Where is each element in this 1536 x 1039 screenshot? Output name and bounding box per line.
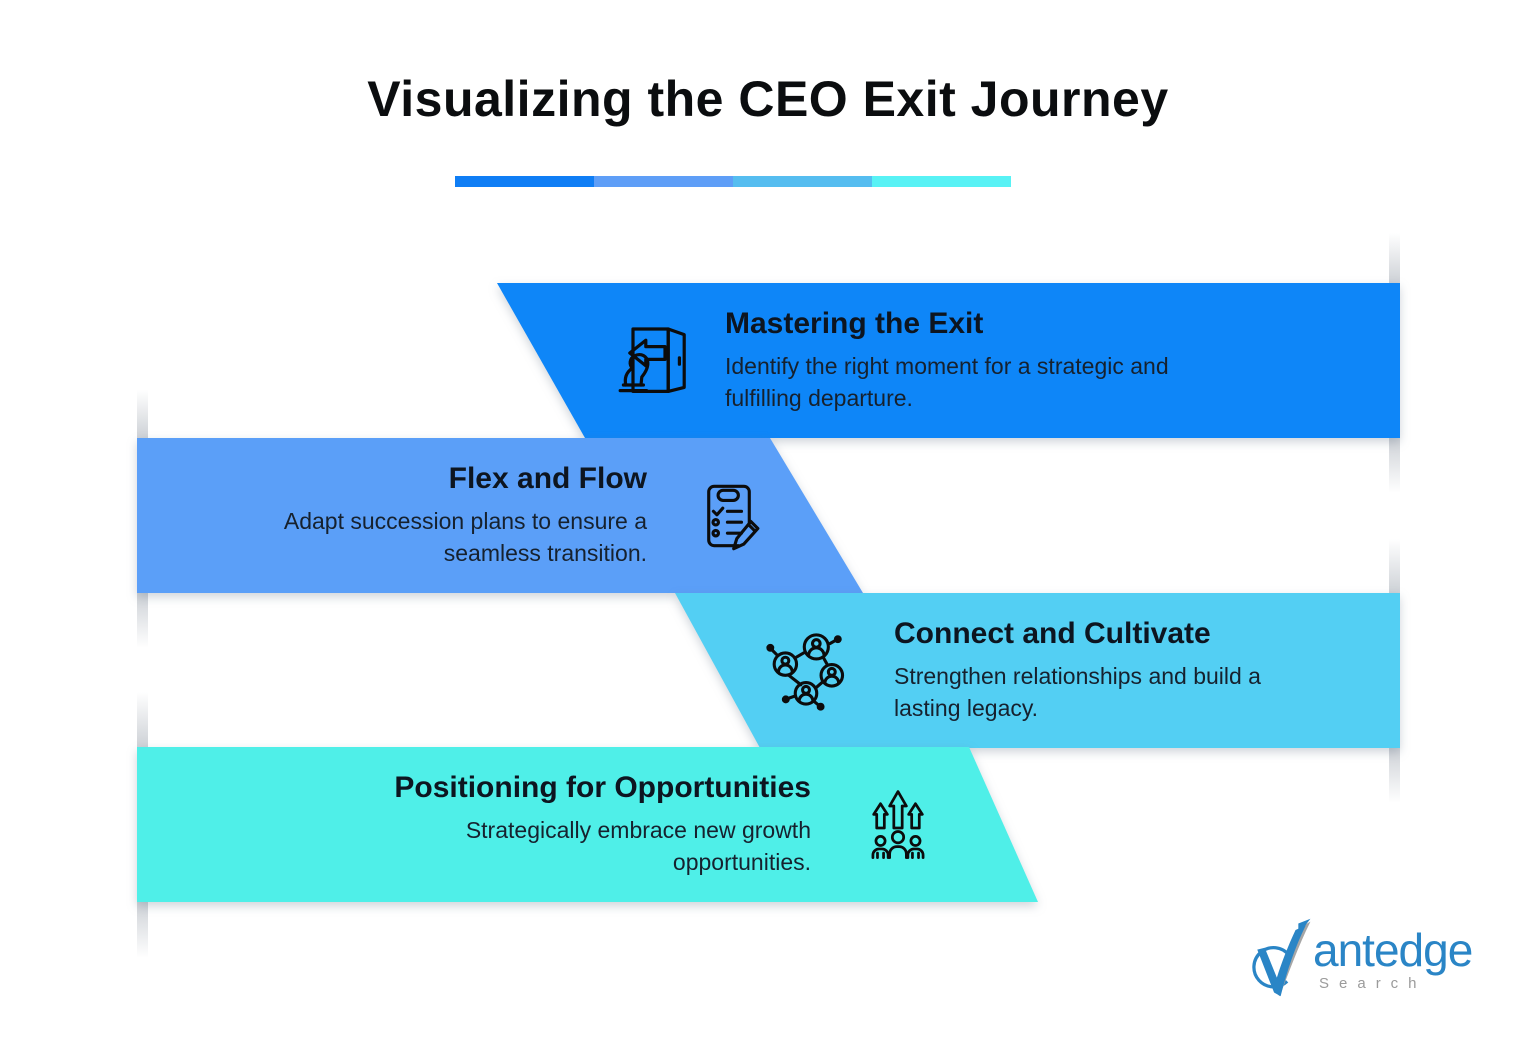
divider-segment-3 bbox=[733, 176, 872, 187]
step-heading: Connect and Cultivate bbox=[894, 617, 1211, 650]
growth-team-arrows-icon bbox=[860, 787, 936, 863]
step-description: Adapt succession plans to ensure a seaml… bbox=[283, 508, 647, 566]
shadow-line bbox=[1389, 539, 1400, 593]
step-description: Strengthen relationships and build a las… bbox=[894, 663, 1261, 721]
shadow-line bbox=[1389, 438, 1400, 493]
logo-wordmark: antedge bbox=[1313, 924, 1473, 976]
page-title: Visualizing the CEO Exit Journey bbox=[367, 71, 1169, 127]
shadow-line bbox=[137, 902, 148, 958]
step-heading: Positioning for Opportunities bbox=[394, 771, 811, 804]
divider-segment-1 bbox=[455, 176, 594, 187]
step-heading: Flex and Flow bbox=[448, 462, 647, 495]
step-description: Identify the right moment for a strategi… bbox=[725, 353, 1169, 411]
shadow-line bbox=[137, 692, 148, 747]
step-banner-flex-and-flow: Flex and Flow Adapt succession plans to … bbox=[137, 438, 863, 593]
step-banner-mastering-the-exit: Mastering the Exit Identify the right mo… bbox=[497, 283, 1400, 438]
vantedge-logo: antedge Search bbox=[1251, 916, 1473, 1000]
shadow-line bbox=[1389, 233, 1400, 283]
step-banner-connect-and-cultivate: Connect and Cultivate Strengthen relatio… bbox=[675, 593, 1400, 748]
checklist-pencil-icon bbox=[690, 477, 768, 555]
shadow-line bbox=[137, 593, 148, 648]
step-description: Strategically embrace new growth opportu… bbox=[465, 817, 811, 875]
vantedge-v-checkmark-icon bbox=[1252, 918, 1311, 997]
logo-tagline: Search bbox=[1319, 975, 1427, 992]
divider-segment-2 bbox=[594, 176, 733, 187]
exit-door-chess-knight-icon bbox=[609, 321, 689, 401]
network-people-icon bbox=[763, 628, 849, 714]
step-banner-positioning-for-opportunities: Positioning for Opportunities Strategica… bbox=[137, 747, 1038, 902]
step-heading: Mastering the Exit bbox=[725, 307, 984, 340]
shadow-line bbox=[137, 390, 148, 438]
shadow-line bbox=[1389, 748, 1400, 803]
title-divider bbox=[455, 176, 1011, 187]
divider-segment-4 bbox=[872, 176, 1011, 187]
